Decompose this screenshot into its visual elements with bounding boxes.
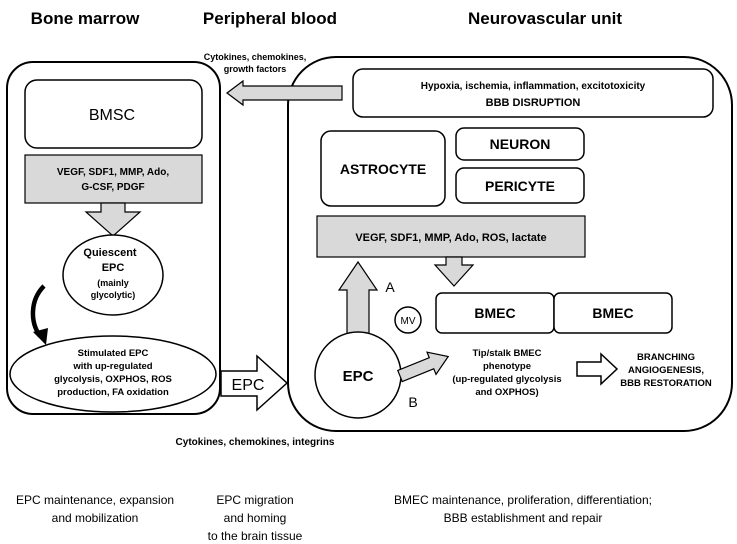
tip-stalk-line-3: (up-regulated glycolysis <box>452 374 561 385</box>
bone-marrow-factors-box <box>24 154 203 204</box>
bmsc-label: BMSC <box>89 107 135 124</box>
astrocyte-box <box>320 130 446 207</box>
label-b: B <box>408 394 417 410</box>
stimulated-line-3: glycolysis, OXPHOS, ROS <box>54 374 172 385</box>
nvu-factors-label: VEGF, SDF1, MMP, Ado, ROS, lactate <box>355 232 546 244</box>
header-neurovascular-unit: Neurovascular unit <box>468 9 622 28</box>
bone-factors-line-2: G-CSF, PDGF <box>81 182 144 193</box>
mv-label: MV <box>401 316 416 327</box>
bmec-box-right <box>553 292 673 334</box>
caption-col2-line-2: and homing <box>224 511 287 525</box>
cytokines-top-arrow <box>226 79 343 107</box>
caption-col3-line-2: BBB establishment and repair <box>444 511 603 525</box>
top-arrow-label-2: growth factors <box>224 64 287 74</box>
disruption-line-2: BBB DISRUPTION <box>486 97 581 109</box>
caption-col1-line-1: EPC maintenance, expansion <box>16 493 174 507</box>
bmec-right-label: BMEC <box>592 305 633 321</box>
quiescent-line-4: glycolytic) <box>91 290 136 300</box>
curved-arrow-icon <box>33 328 48 345</box>
bottom-arrow-label: Cytokines, chemokines, integrins <box>176 437 335 448</box>
epc-arrow-label: EPC <box>232 377 265 394</box>
outcome-line-3: BBB RESTORATION <box>620 378 712 389</box>
stimulated-line-1: Stimulated EPC <box>78 348 149 359</box>
tip-stalk-line-2: phenotype <box>483 361 531 372</box>
caption-col2-line-3: to the brain tissue <box>208 529 303 543</box>
neuron-label: NEURON <box>490 136 551 152</box>
tip-stalk-line-1: Tip/stalk BMEC <box>473 348 542 359</box>
caption-col1-line-2: and mobilization <box>52 511 139 525</box>
mv-circle <box>394 306 422 334</box>
outcome-arrow <box>576 352 619 386</box>
bone-factors-line-1: VEGF, SDF1, MMP, Ado, <box>57 167 169 178</box>
bmsc-down-arrow <box>84 202 142 237</box>
outcome-line-1: BRANCHING <box>637 352 695 363</box>
neuron-box <box>455 127 585 161</box>
astrocyte-label: ASTROCYTE <box>340 161 426 177</box>
disruption-line-1: Hypoxia, ischemia, inflammation, excitot… <box>421 81 646 92</box>
quiescent-line-2: EPC <box>102 262 125 274</box>
epc-circle-label: EPC <box>343 368 374 385</box>
top-arrow-label-1: Cytokines, chemokines, <box>204 52 307 62</box>
quiescent-line-1: Quiescent <box>83 247 137 259</box>
stimulated-line-4: production, FA oxidation <box>57 387 169 398</box>
quiescent-epc-ellipse <box>62 234 164 316</box>
pericyte-box <box>455 167 585 204</box>
disruption-box <box>352 68 714 118</box>
label-a: A <box>385 279 395 295</box>
tip-stalk-line-4: and OXPHOS) <box>475 387 538 398</box>
stimulated-line-2: with up-regulated <box>72 361 152 372</box>
caption-col2-line-1: EPC migration <box>216 493 293 507</box>
nvu-down-arrow <box>433 256 475 287</box>
outcome-line-2: ANGIOGENESIS, <box>628 365 704 376</box>
epc-migration-arrow <box>220 354 289 412</box>
pericyte-label: PERICYTE <box>485 178 555 194</box>
bmec-left-label: BMEC <box>474 305 515 321</box>
header-peripheral-blood: Peripheral blood <box>203 9 337 28</box>
header-bone-marrow: Bone marrow <box>31 9 140 28</box>
stimulated-epc-ellipse <box>9 335 217 413</box>
pathway-a-arrow <box>337 260 379 337</box>
pathway-b-arrow <box>396 351 450 383</box>
quiescent-line-3: (mainly <box>97 278 129 288</box>
bmsc-box <box>24 79 203 149</box>
caption-col3-line-1: BMEC maintenance, proliferation, differe… <box>394 493 652 507</box>
